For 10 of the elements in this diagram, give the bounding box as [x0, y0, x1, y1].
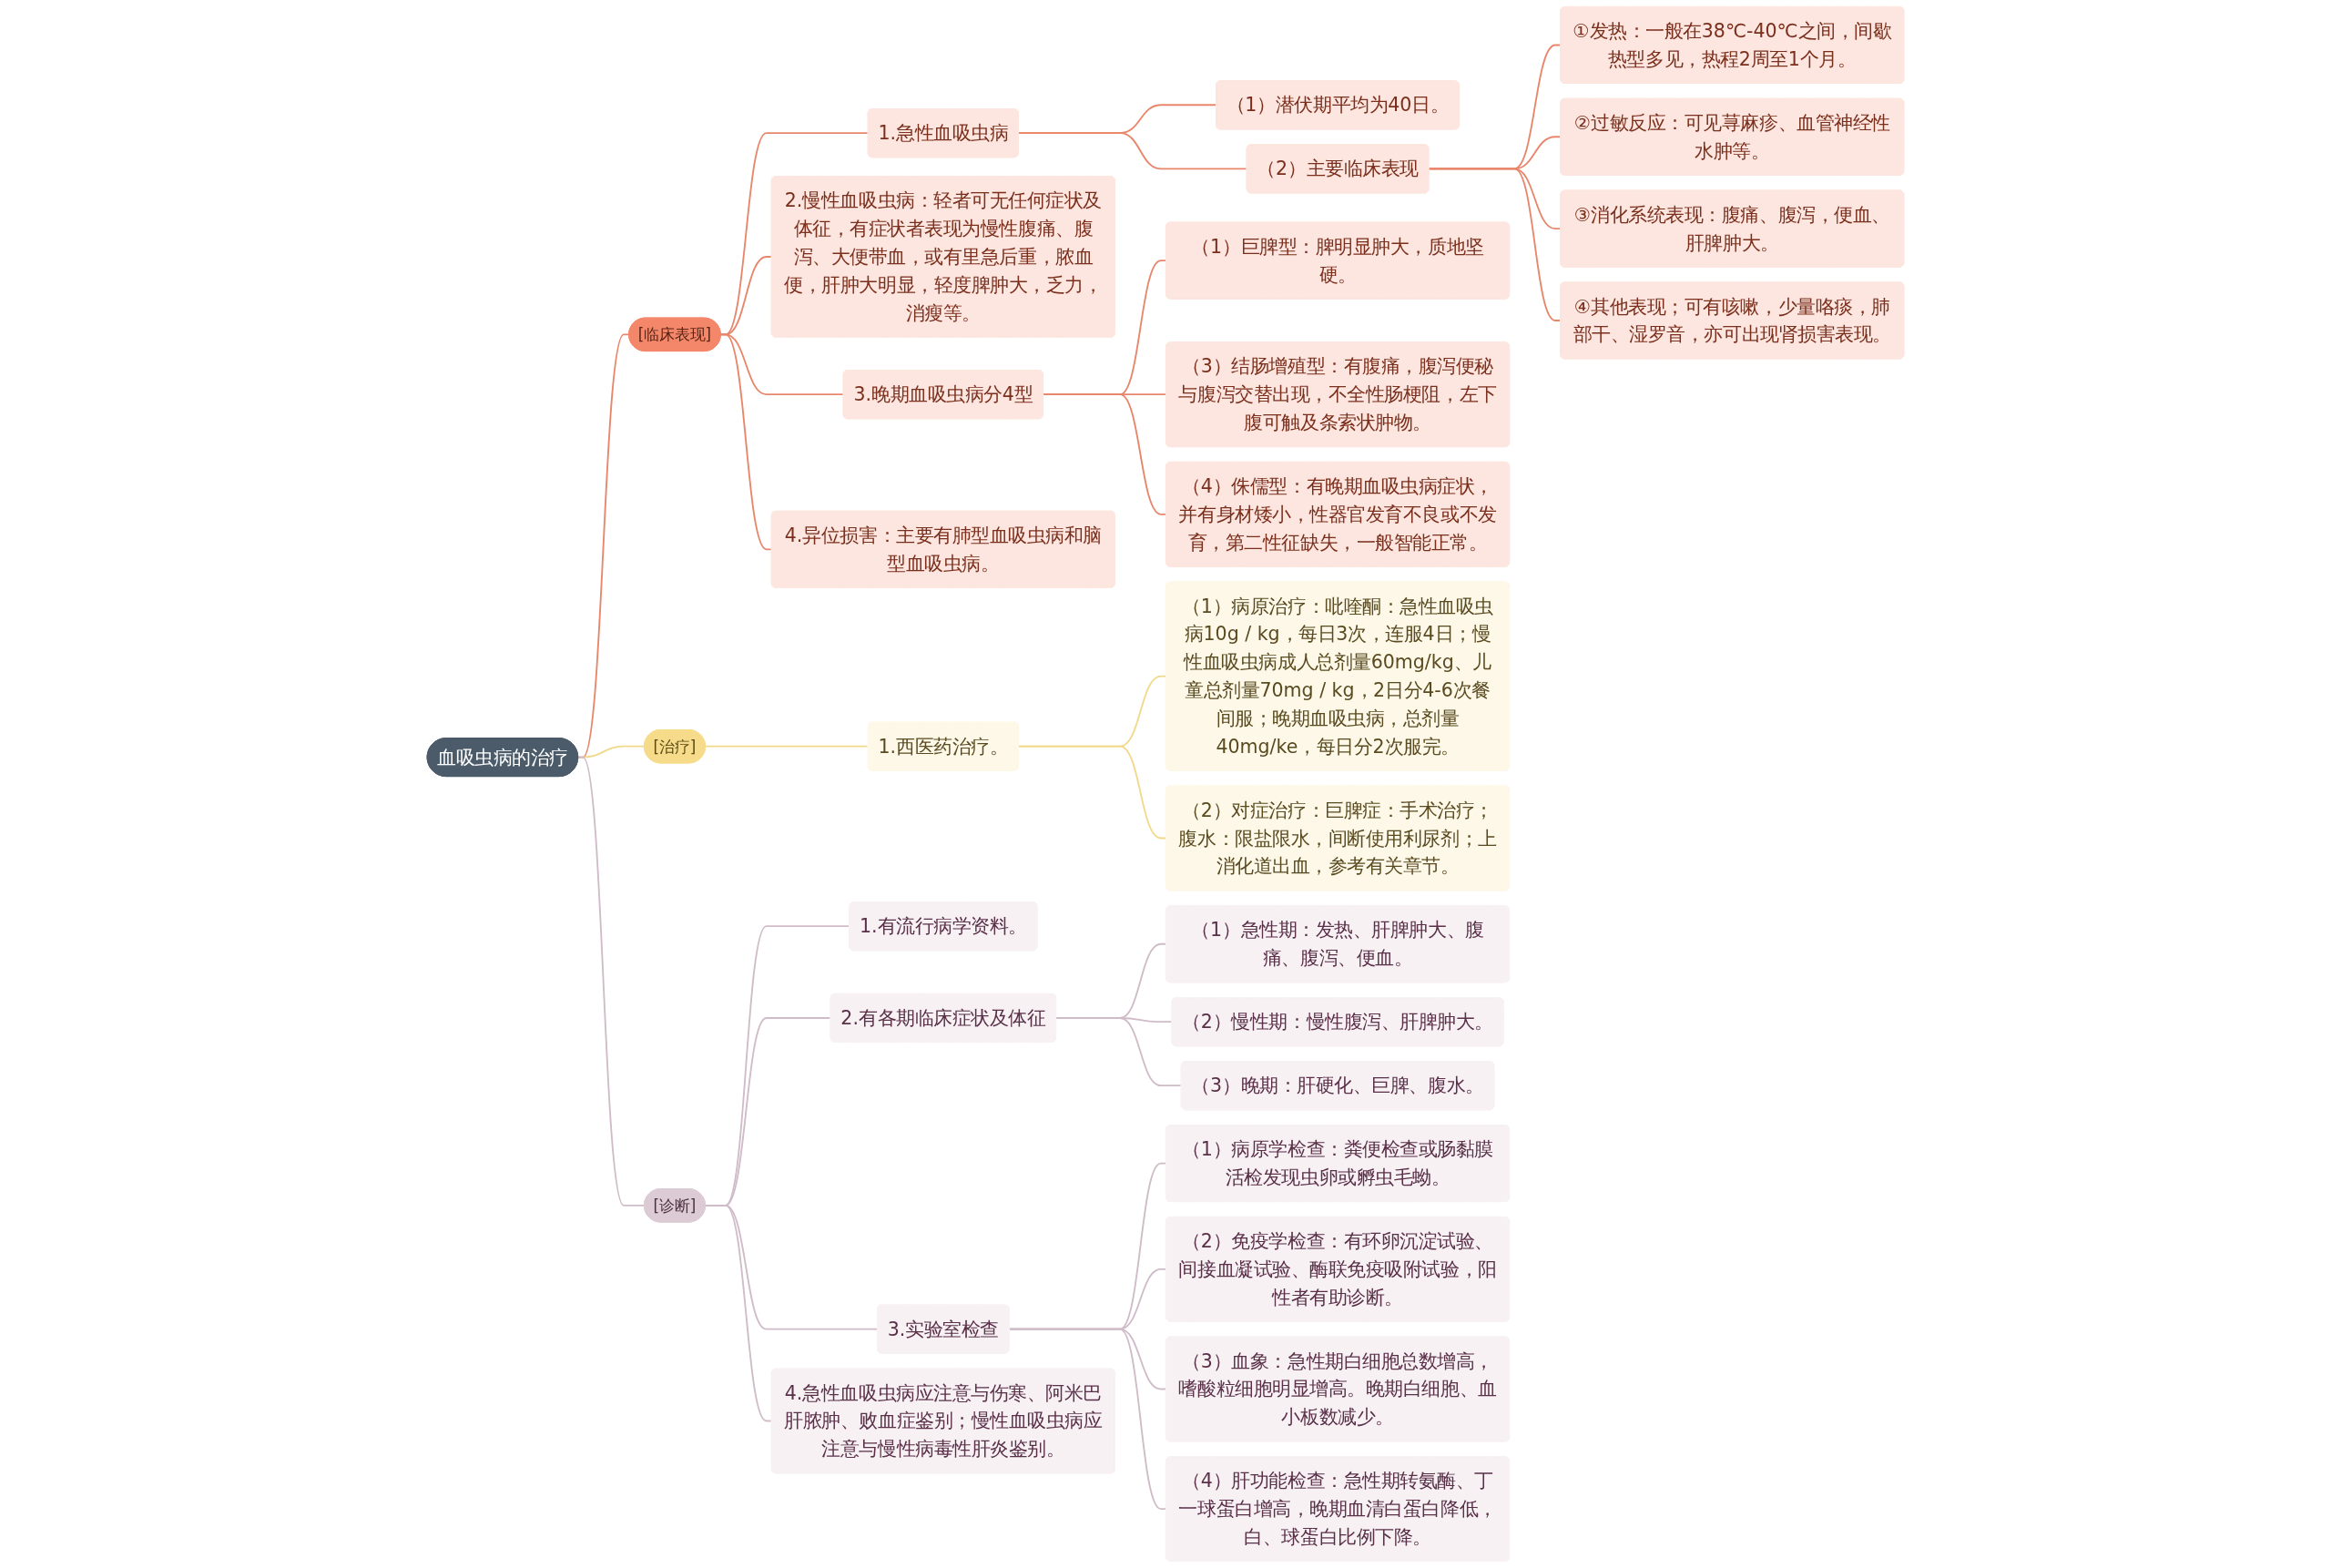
- connector: [1008, 1328, 1167, 1511]
- connector: [1042, 393, 1167, 515]
- connector: [576, 756, 646, 1207]
- connector: [704, 1204, 773, 1422]
- connector: [1017, 745, 1167, 840]
- connector: [1428, 168, 1562, 321]
- connector: [704, 745, 870, 748]
- connector: [719, 333, 773, 551]
- connector: [1054, 1017, 1183, 1087]
- connector: [1017, 132, 1248, 170]
